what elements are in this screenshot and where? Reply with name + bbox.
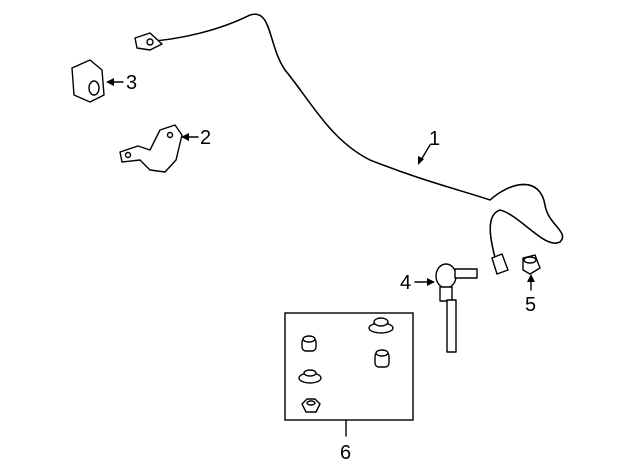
svg-text:1: 1 xyxy=(429,128,440,150)
bushing-3 xyxy=(71,59,105,103)
svg-text:2: 2 xyxy=(200,127,211,149)
bracket-2 xyxy=(119,124,183,173)
svg-text:4: 4 xyxy=(400,272,411,294)
callout-6: 6 xyxy=(340,442,351,464)
stabilizer-link-4 xyxy=(435,263,478,353)
callout-5: 5 xyxy=(525,274,536,316)
hardware-kit-6 xyxy=(284,312,414,437)
svg-text:5: 5 xyxy=(525,294,536,316)
callout-2: 2 xyxy=(181,127,211,149)
stabilizer-bar xyxy=(134,13,564,275)
bushing-5 xyxy=(522,254,541,275)
svg-text:3: 3 xyxy=(126,72,137,94)
callout-4: 4 xyxy=(400,272,435,294)
callout-3: 3 xyxy=(106,72,137,94)
svg-text:6: 6 xyxy=(340,442,351,464)
callout-1: 1 xyxy=(418,128,440,165)
